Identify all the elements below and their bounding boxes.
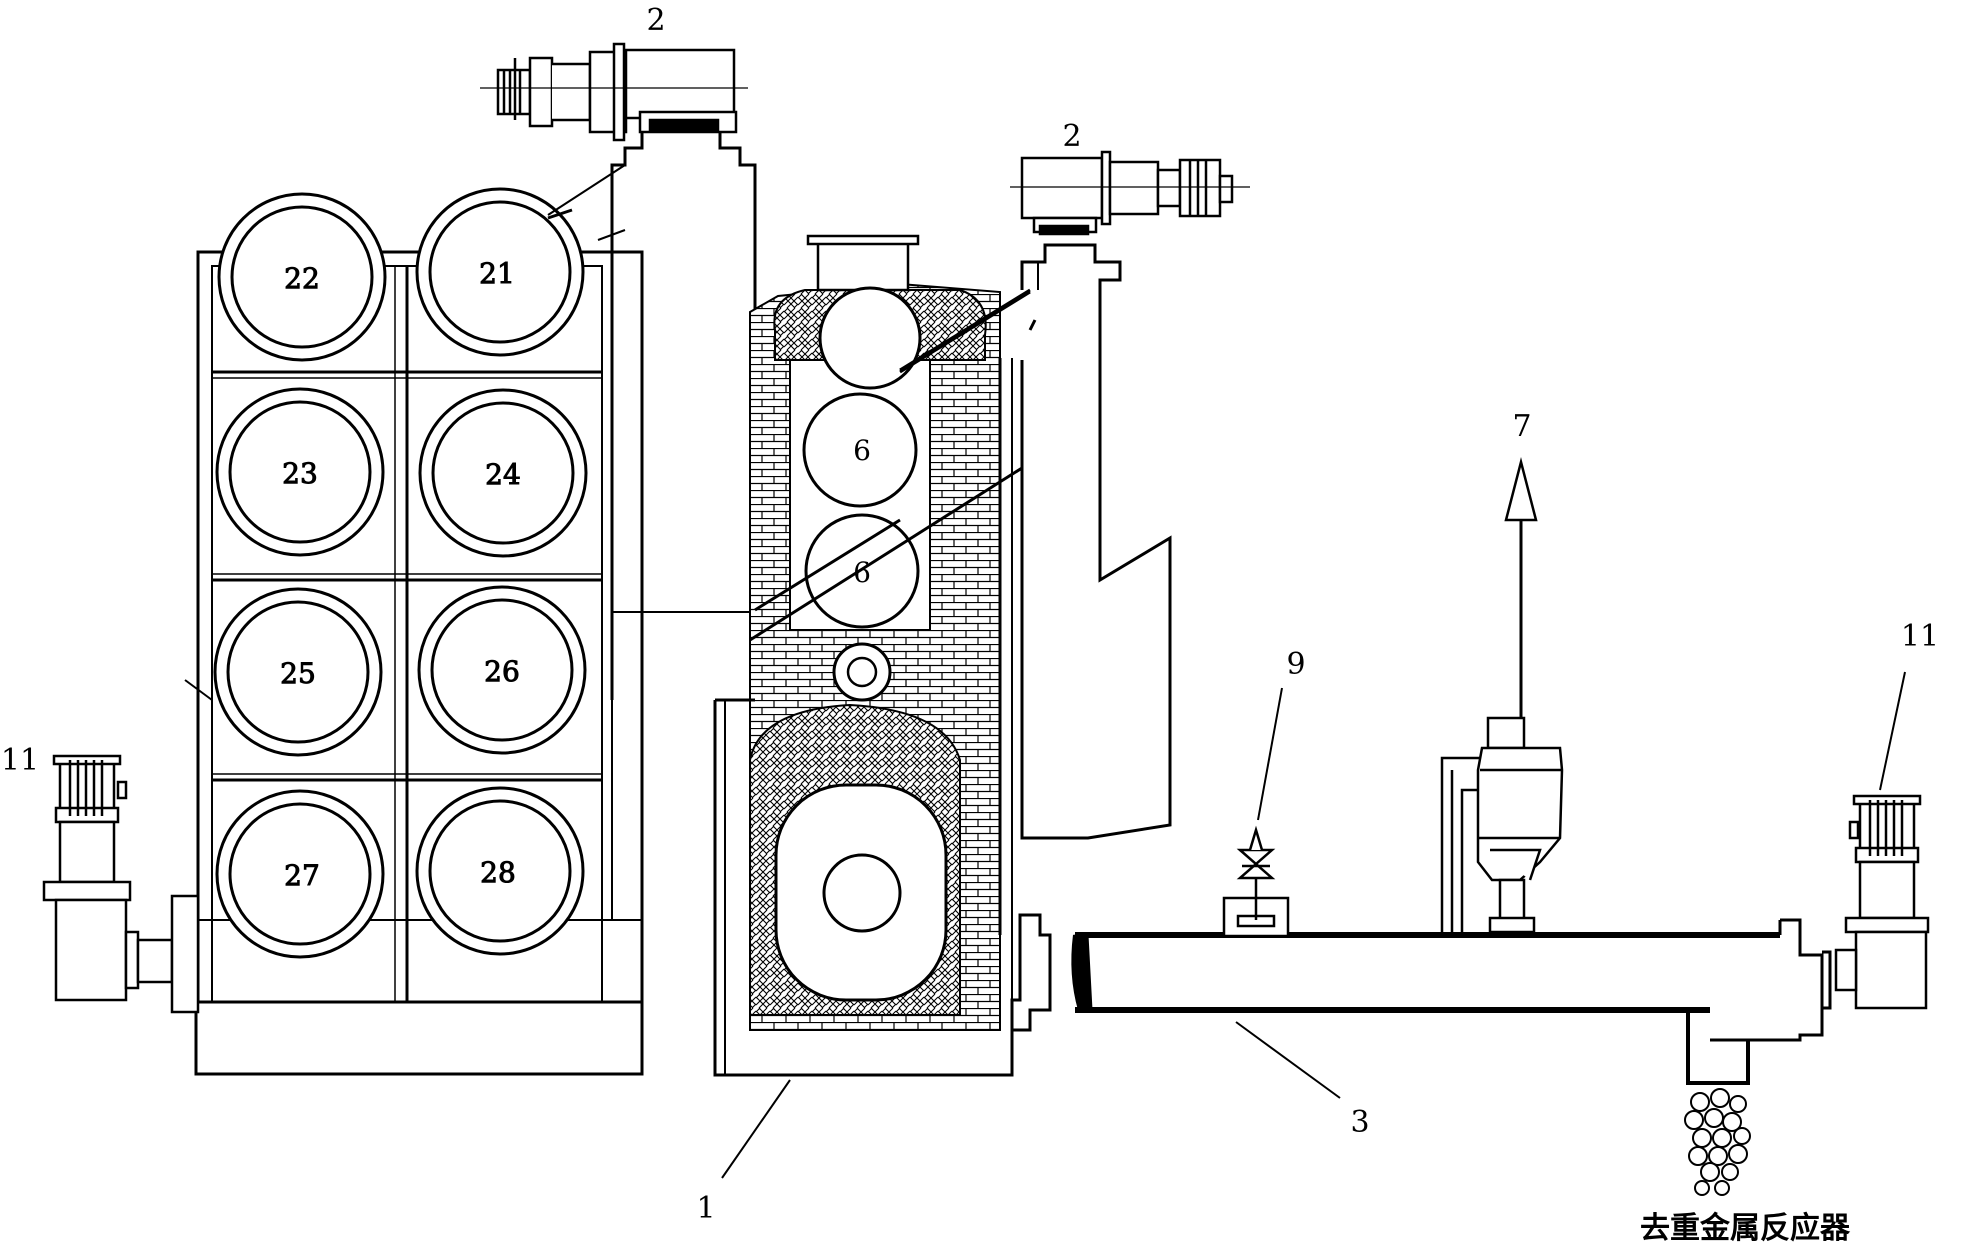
motor-left-top [480, 42, 748, 142]
roll-27-label: 27 [284, 859, 320, 892]
motor-right-top [1010, 150, 1250, 236]
roll-24-label: 24 [485, 458, 521, 491]
roll-27: 27 [215, 789, 385, 959]
roll-28: 28 [415, 786, 585, 956]
inclined-duct [749, 288, 1037, 642]
roll-21-label: 21 [479, 257, 515, 290]
motor-right-bottom [1834, 671, 1930, 1010]
label-roll-lower: 6 [853, 556, 871, 589]
label-motor-left-top: 2 [646, 3, 665, 38]
screw-conveyor [1071, 918, 1832, 1085]
roll-23-label: 23 [282, 457, 318, 490]
roll-21: 21 [415, 187, 585, 357]
label-furnace: 1 [696, 1191, 715, 1226]
roller-stack [184, 250, 644, 1076]
roll-26-label: 26 [484, 655, 520, 688]
motor-left-bottom [42, 754, 200, 1014]
label-screw-conveyor: 3 [1350, 1105, 1369, 1140]
roll-25-label: 25 [280, 657, 316, 690]
roll-22: 22 [217, 192, 387, 362]
exhaust-arrow [1504, 457, 1538, 718]
valve [1222, 687, 1290, 938]
furnace [713, 234, 1052, 1077]
granules [1684, 1088, 1751, 1196]
roll-26: 26 [417, 585, 587, 755]
label-motor-right-bottom: 11 [1901, 619, 1939, 654]
caption-heavy-metal-reactor: 去重金属反应器 [1640, 1211, 1851, 1246]
label-exhaust: 7 [1512, 409, 1531, 444]
right-feed-chute [1020, 243, 1172, 840]
roll-25: 25 [213, 587, 383, 757]
leader-lines [721, 1021, 1341, 1179]
roll-28-label: 28 [480, 856, 516, 889]
roll-22-label: 22 [284, 262, 320, 295]
left-feed-chute [547, 126, 757, 700]
cyclone-separator [1440, 716, 1564, 934]
label-motor-right-top: 2 [1062, 119, 1081, 154]
roll-23: 23 [215, 387, 385, 557]
label-motor-left-bottom: 11 [1, 743, 39, 778]
roll-24: 24 [418, 388, 588, 558]
label-roll-upper: 6 [853, 434, 871, 467]
label-valve: 9 [1286, 647, 1305, 682]
